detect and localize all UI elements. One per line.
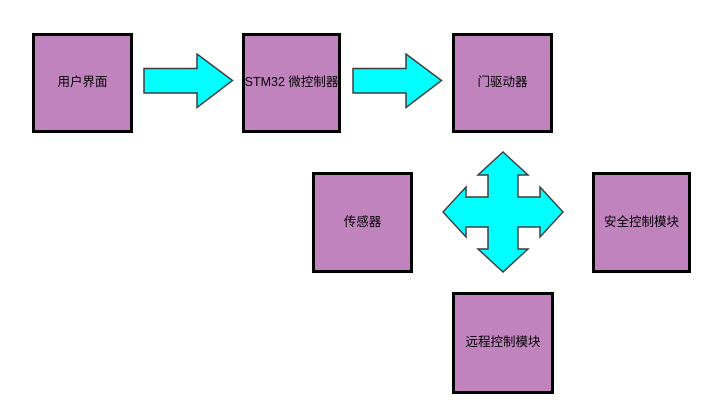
node-safety-control-module[interactable]: 安全控制模块 [592, 172, 691, 273]
node-door-driver[interactable]: 门驱动器 [452, 33, 553, 133]
node-user-interface[interactable]: 用户界面 [32, 33, 133, 133]
node-label: STM32 微控制器 [244, 75, 339, 90]
node-sensor[interactable]: 传感器 [312, 172, 413, 273]
four-way-arrow-icon[interactable] [442, 151, 564, 273]
right-arrow-icon[interactable] [352, 53, 443, 109]
node-remote-control-module[interactable]: 远程控制模块 [452, 292, 554, 394]
node-stm32-microcontroller[interactable]: STM32 微控制器 [242, 33, 341, 133]
node-label: 安全控制模块 [603, 214, 679, 229]
node-label: 远程控制模块 [465, 335, 541, 350]
right-arrow-icon[interactable] [143, 53, 234, 109]
node-label: 门驱动器 [477, 75, 528, 90]
node-label: 传感器 [343, 214, 382, 229]
node-label: 用户界面 [57, 75, 108, 90]
